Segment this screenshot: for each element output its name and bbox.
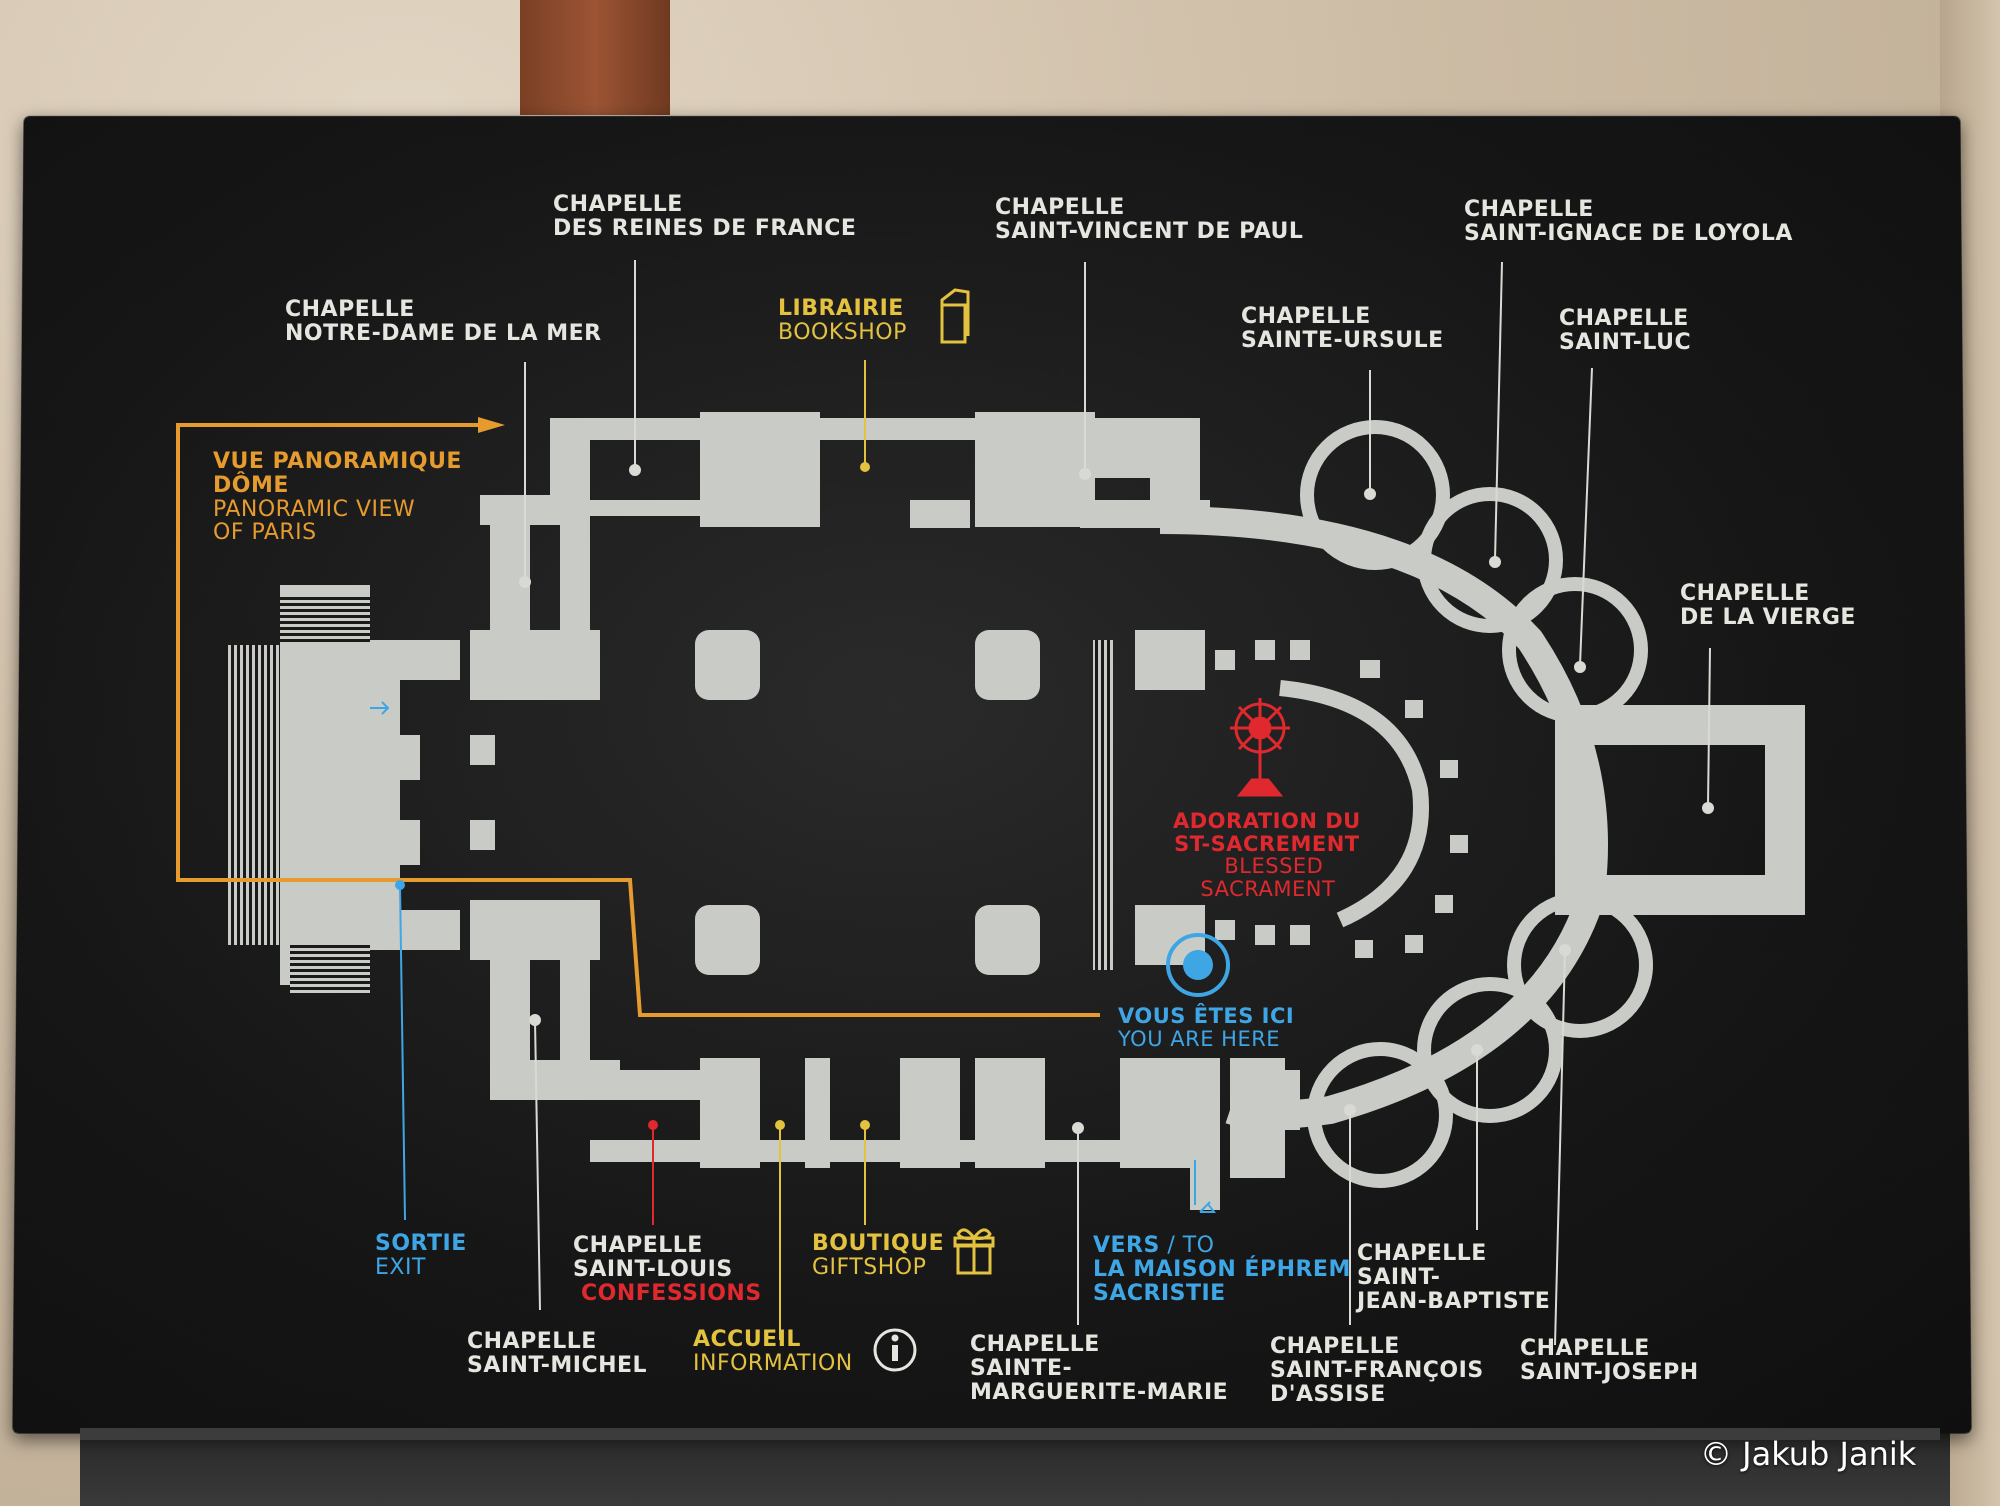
board-edge: [80, 1428, 1940, 1440]
red-leader-line: [648, 1120, 658, 1225]
panorama-route: [176, 423, 1100, 1017]
label-vue-panoramique: VUE PANORAMIQUE DÔME PANORAMIC VIEW OF P…: [213, 449, 462, 546]
route-arrow-icon: [478, 417, 505, 433]
photo-credit: © Jakub Janik: [1700, 1435, 1917, 1473]
plan-walls: [280, 412, 1805, 1210]
monstrance-icon: [1230, 698, 1290, 797]
apse-outline: [1159, 420, 1653, 1188]
label-adoration: ADORATION DU ST-SACREMENT BLESSED SACRAM…: [1173, 809, 1361, 902]
wooden-beam: [520, 0, 670, 115]
info-icon: [873, 1328, 917, 1372]
west-steps: [225, 645, 280, 945]
south-steps: [290, 945, 370, 995]
yellow-leader-lines: [775, 360, 870, 1340]
choir-steps: [1093, 640, 1113, 970]
leader-lines: [519, 260, 1714, 1346]
blue-leader-lines: [370, 701, 1216, 1221]
label-vers-maison-ephrem: VERS / TO LA MAISON ÉPHREM SACRISTIE: [1093, 1233, 1351, 1306]
you-are-here-icon: [1166, 933, 1230, 997]
book-icon: [940, 288, 970, 344]
north-steps: [280, 595, 370, 645]
gift-icon: [953, 1228, 995, 1275]
